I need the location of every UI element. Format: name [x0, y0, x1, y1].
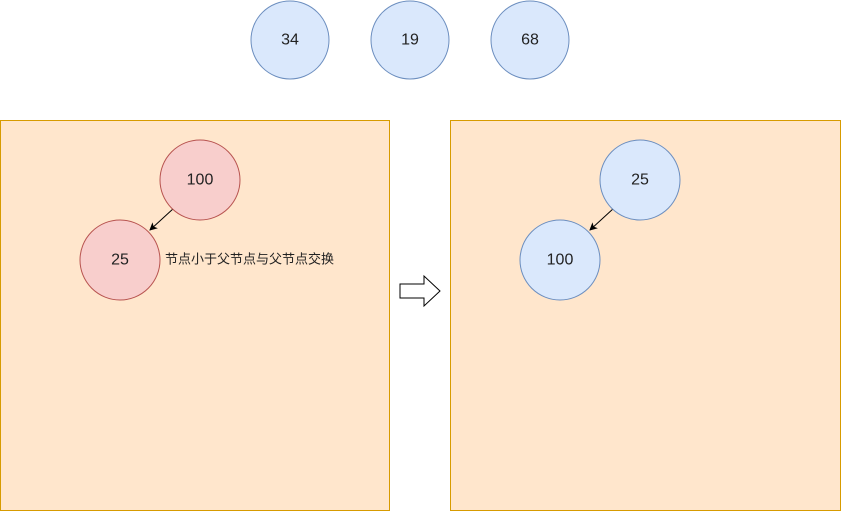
edge-arrow	[589, 207, 615, 231]
top-node-34[interactable]: 34	[250, 0, 330, 80]
top-node-19[interactable]: 19	[370, 0, 450, 80]
node-label: 25	[111, 252, 129, 269]
node-label: 19	[401, 32, 419, 49]
node-label: 34	[281, 32, 299, 49]
node-label: 100	[547, 252, 574, 269]
left-child-node[interactable]: 25	[79, 219, 161, 301]
node-label: 68	[521, 32, 539, 49]
node-label: 100	[187, 172, 214, 189]
right-child-node[interactable]: 100	[519, 219, 601, 301]
node-label: 25	[631, 172, 649, 189]
edge-arrow	[149, 207, 175, 231]
right-arrow-icon	[399, 274, 441, 308]
swap-note: 节点小于父节点与父节点交换	[165, 252, 334, 268]
right-parent-node[interactable]: 25	[599, 139, 681, 221]
top-node-68[interactable]: 68	[490, 0, 570, 80]
left-parent-node[interactable]: 100	[159, 139, 241, 221]
